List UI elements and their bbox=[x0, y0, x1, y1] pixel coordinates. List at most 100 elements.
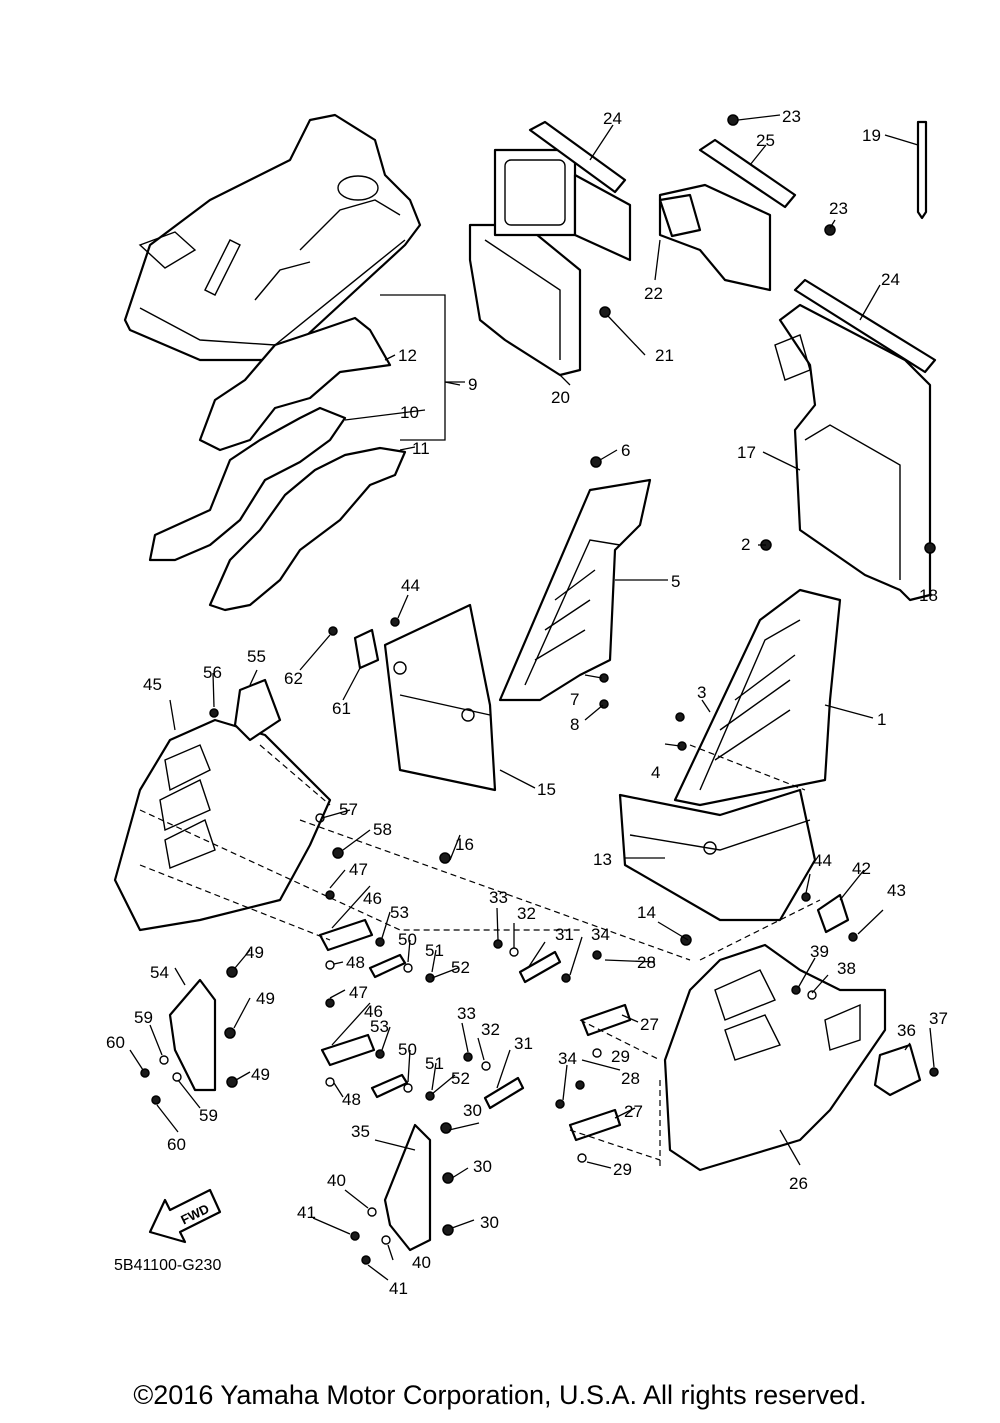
callout-5: 5 bbox=[671, 572, 680, 591]
callout-47-upper: 47 bbox=[349, 860, 368, 879]
copyright-notice: ©2016 Yamaha Motor Corporation, U.S.A. A… bbox=[133, 1380, 867, 1410]
callout-57: 57 bbox=[339, 800, 358, 819]
callout-24-right: 24 bbox=[881, 270, 900, 289]
callout-33-upper: 33 bbox=[489, 888, 508, 907]
callout-17: 17 bbox=[737, 443, 756, 462]
callout-35: 35 bbox=[351, 1122, 370, 1141]
callout-59-lower: 59 bbox=[199, 1106, 218, 1125]
callout-31-lower: 31 bbox=[514, 1034, 533, 1053]
callout-25: 25 bbox=[756, 131, 775, 150]
callout-26: 26 bbox=[789, 1174, 808, 1193]
callout-50-upper: 50 bbox=[398, 930, 417, 949]
callout-18: 18 bbox=[919, 586, 938, 605]
callout-29-lower: 29 bbox=[613, 1160, 632, 1179]
callout-31-upper: 31 bbox=[555, 925, 574, 944]
callout-13: 13 bbox=[593, 850, 612, 869]
callout-24-left: 24 bbox=[603, 109, 622, 128]
callout-52-upper: 52 bbox=[451, 958, 470, 977]
callout-54: 54 bbox=[150, 963, 169, 982]
part-46-hinge-upper bbox=[318, 918, 374, 952]
callout-44-left: 44 bbox=[401, 576, 420, 595]
part-31-link-lower bbox=[483, 1076, 525, 1110]
callout-27-lower: 27 bbox=[624, 1102, 643, 1121]
callout-32-upper: 32 bbox=[517, 904, 536, 923]
callout-6: 6 bbox=[621, 441, 630, 460]
callout-37: 37 bbox=[929, 1009, 948, 1028]
callout-62: 62 bbox=[284, 669, 303, 688]
part-31-link-upper bbox=[518, 950, 562, 984]
part-45-side-guard bbox=[113, 718, 332, 932]
part-42-plate bbox=[816, 893, 850, 934]
callout-40-upper: 40 bbox=[327, 1171, 346, 1190]
callout-59-upper: 59 bbox=[134, 1008, 153, 1027]
callout-39: 39 bbox=[810, 942, 829, 961]
callout-3: 3 bbox=[697, 683, 706, 702]
part-26-side-guard bbox=[663, 943, 887, 1172]
callout-44-right: 44 bbox=[813, 851, 832, 870]
callout-28-upper: 28 bbox=[637, 953, 656, 972]
part-50-link-upper bbox=[368, 953, 407, 979]
callout-2: 2 bbox=[741, 535, 750, 554]
fasteners bbox=[140, 114, 939, 1265]
part-46-hinge-lower bbox=[320, 1033, 376, 1067]
callout-32-lower: 32 bbox=[481, 1020, 500, 1039]
part-20-housing bbox=[468, 120, 632, 377]
callout-48-upper: 48 bbox=[346, 953, 365, 972]
callout-60-upper: 60 bbox=[106, 1033, 125, 1052]
callout-16: 16 bbox=[455, 835, 474, 854]
callout-4: 4 bbox=[651, 763, 660, 782]
callout-36: 36 bbox=[897, 1021, 916, 1040]
callout-34-lower: 34 bbox=[558, 1049, 577, 1068]
callout-49-c: 49 bbox=[251, 1065, 270, 1084]
callout-50-lower: 50 bbox=[398, 1040, 417, 1059]
part-27-hinge-lower bbox=[568, 1108, 622, 1142]
part-13-bracket bbox=[618, 788, 817, 922]
callout-43: 43 bbox=[887, 881, 906, 900]
part-1-side-panel bbox=[673, 588, 842, 807]
callout-14: 14 bbox=[637, 903, 656, 922]
callout-45: 45 bbox=[143, 675, 162, 694]
alignment-lines bbox=[139, 744, 821, 1170]
callout-15: 15 bbox=[537, 780, 556, 799]
diagram-code: 5B41100-G230 bbox=[114, 1257, 221, 1274]
callout-30-b: 30 bbox=[473, 1157, 492, 1176]
callout-11: 11 bbox=[412, 439, 430, 458]
callout-56: 56 bbox=[203, 663, 222, 682]
part-17-housing bbox=[774, 278, 937, 602]
callout-49-a: 49 bbox=[245, 943, 264, 962]
callout-34-upper: 34 bbox=[591, 925, 610, 944]
callout-20: 20 bbox=[551, 388, 570, 407]
assembly-bracket bbox=[380, 294, 465, 441]
callout-27-upper: 27 bbox=[640, 1015, 659, 1034]
callout-29-upper: 29 bbox=[611, 1047, 630, 1066]
callout-22: 22 bbox=[644, 284, 663, 303]
callout-51-upper: 51 bbox=[425, 941, 444, 960]
callout-23-right: 23 bbox=[829, 199, 848, 218]
callout-46-upper: 46 bbox=[363, 889, 382, 908]
part-55-bracket bbox=[233, 678, 282, 742]
callout-42: 42 bbox=[852, 859, 871, 878]
callout-55: 55 bbox=[247, 647, 266, 666]
part-9-top-cover bbox=[123, 113, 422, 362]
callout-23-top: 23 bbox=[782, 107, 801, 126]
callout-38: 38 bbox=[837, 959, 856, 978]
part-50-link-lower bbox=[370, 1073, 409, 1099]
part-27-hinge-upper bbox=[580, 1003, 632, 1037]
callout-30-c: 30 bbox=[480, 1213, 499, 1232]
leader-lines bbox=[129, 114, 935, 1281]
callout-7: 7 bbox=[570, 690, 579, 709]
part-10-pad bbox=[148, 406, 347, 562]
callout-12: 12 bbox=[398, 346, 417, 365]
callout-51-lower: 51 bbox=[425, 1054, 444, 1073]
callout-9: 9 bbox=[468, 375, 477, 394]
callout-41-upper: 41 bbox=[297, 1203, 316, 1222]
callout-60-lower: 60 bbox=[167, 1135, 186, 1154]
callout-33-lower: 33 bbox=[457, 1004, 476, 1023]
callout-21: 21 bbox=[655, 346, 674, 365]
part-61-plate bbox=[353, 628, 380, 670]
part-5-side-panel bbox=[498, 478, 652, 702]
part-19-cable-tie bbox=[916, 120, 928, 220]
callout-19: 19 bbox=[862, 126, 881, 145]
callout-53-lower: 53 bbox=[370, 1017, 389, 1036]
